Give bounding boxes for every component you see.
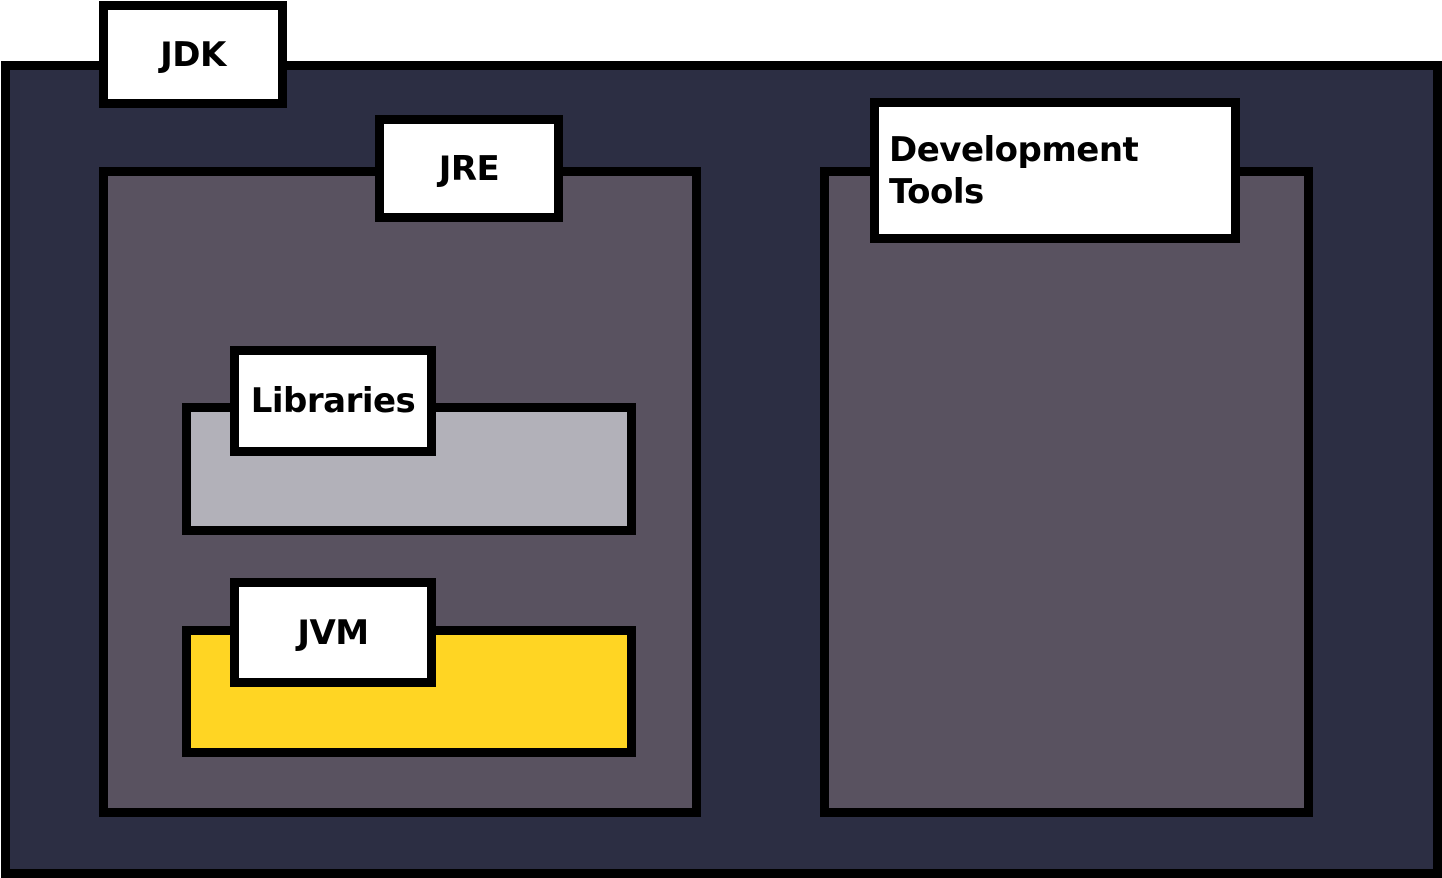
dev-tools-box	[820, 167, 1313, 817]
dev-tools-label: Development Tools	[870, 98, 1240, 243]
jvm-label: JVM	[230, 578, 436, 687]
libraries-label: Libraries	[230, 346, 436, 456]
jre-label: JRE	[375, 115, 563, 222]
jdk-label: JDK	[99, 1, 287, 108]
